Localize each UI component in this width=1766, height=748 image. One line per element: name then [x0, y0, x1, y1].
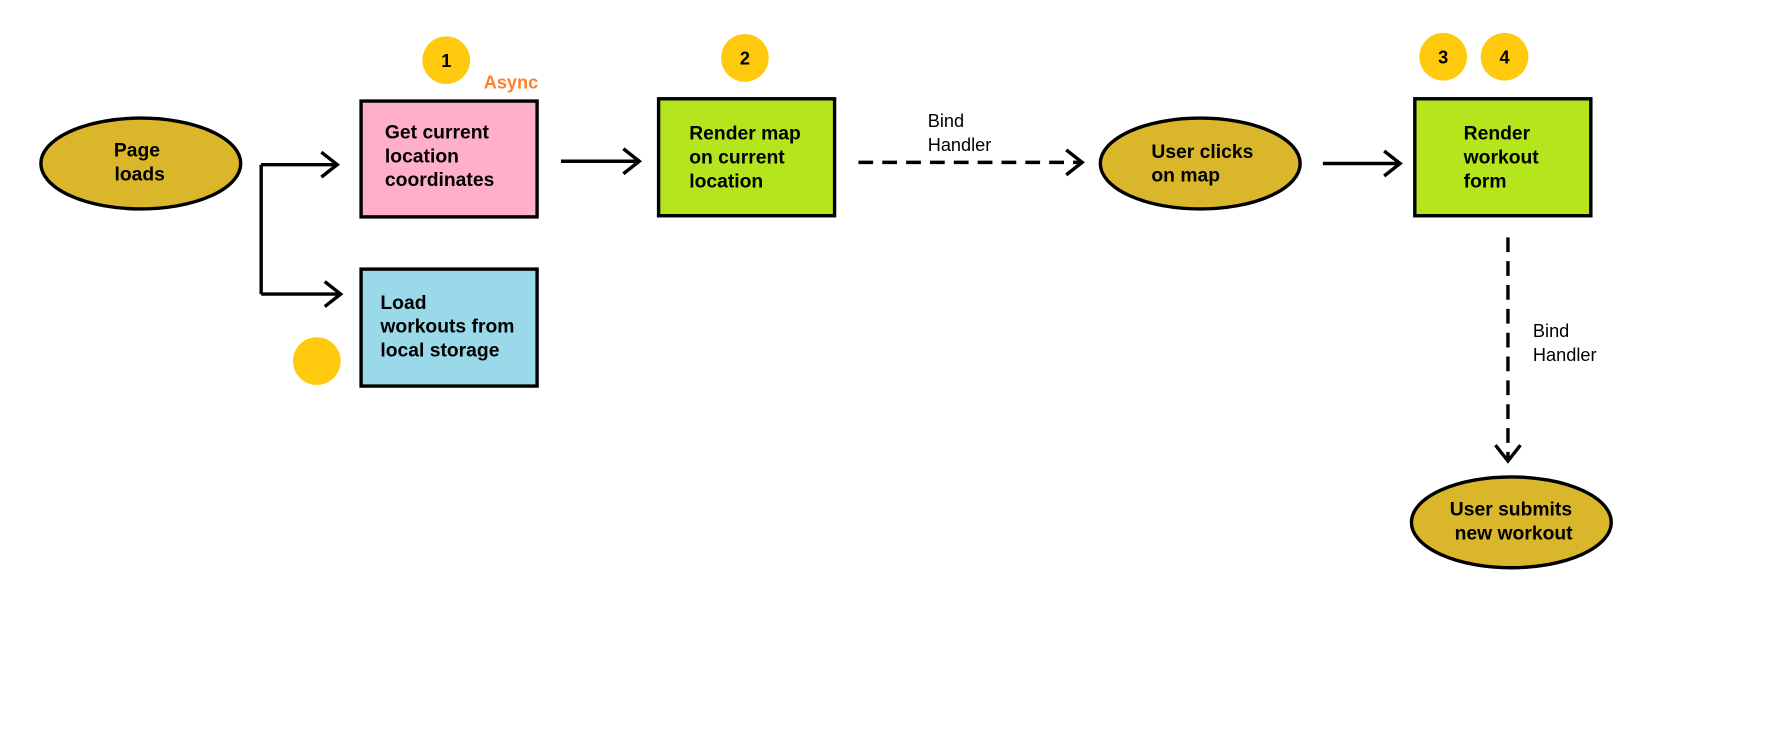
node-render-form: Render workout form: [1413, 97, 1593, 218]
page-loads-label: Page loads: [114, 141, 166, 186]
arrow-to-render-form: [1322, 149, 1403, 178]
flow-diagram: Page loads Get current location coordina…: [39, 32, 1613, 570]
node-load-workouts: Load workouts from local storage: [359, 267, 539, 388]
svg-text:3: 3: [1438, 48, 1448, 68]
step-badge-4: 4: [1480, 32, 1529, 81]
arrowhead-to-user-clicks: [1065, 148, 1085, 177]
bind-handler-label-2: Bind Handler: [1533, 321, 1597, 365]
svg-text:2: 2: [740, 49, 750, 69]
arrowhead-to-user-submits: [1494, 444, 1522, 464]
step-badge-1: 1: [422, 36, 471, 85]
user-submits-label: User submits new workout: [1450, 500, 1578, 545]
render-map-label: Render map on current location: [689, 124, 806, 193]
user-clicks-oval: [1098, 116, 1302, 211]
node-render-map: Render map on current location: [656, 97, 837, 218]
bind-handler-label-1: Bind Handler: [928, 111, 992, 155]
get-location-box: [359, 99, 539, 219]
connectors: [259, 147, 1522, 464]
node-user-clicks: User clicks on map: [1098, 116, 1302, 211]
render-form-label: Render workout form: [1463, 124, 1544, 193]
node-user-submits: User submits new workout: [1409, 475, 1613, 570]
async-label: Async: [484, 73, 539, 93]
arrow-to-get-location: [261, 150, 341, 179]
get-location-label: Get current location coordinates: [385, 123, 494, 192]
svg-text:1: 1: [441, 51, 451, 71]
render-form-box: [1413, 97, 1593, 218]
arrow-to-load-workouts: [261, 280, 344, 308]
user-clicks-label: User clicks on map: [1151, 142, 1258, 187]
step-badge-3: 3: [1419, 32, 1468, 81]
load-workouts-box: [359, 267, 539, 388]
arrow-to-render-map: [560, 147, 643, 176]
user-submits-oval: [1409, 475, 1613, 570]
node-get-location: Get current location coordinates: [359, 99, 539, 219]
step-badge-2: 2: [721, 34, 769, 82]
render-map-box: [656, 97, 837, 218]
page-loads-oval: [39, 116, 243, 211]
load-workouts-label: Load workouts from local storage: [379, 293, 519, 362]
svg-text:4: 4: [1499, 48, 1509, 68]
node-page-loads: Page loads: [39, 116, 243, 211]
step-badge-empty: [292, 337, 341, 385]
